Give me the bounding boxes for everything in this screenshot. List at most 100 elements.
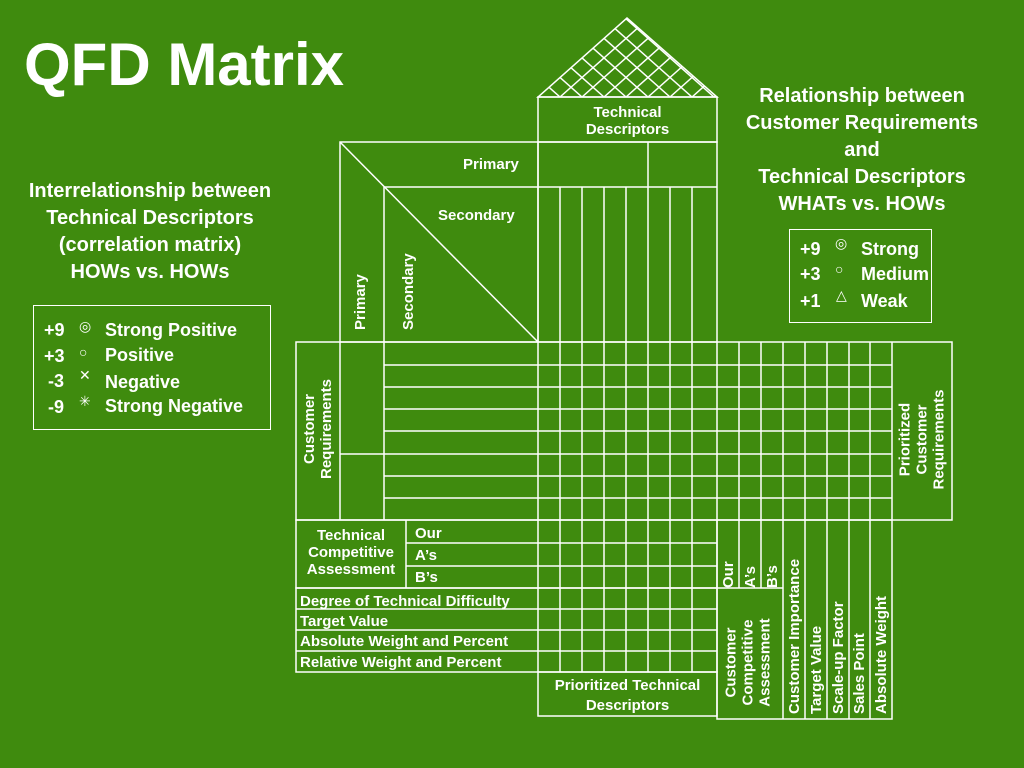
roof-hatch-line xyxy=(382,17,472,97)
roof-hatch-line xyxy=(645,18,717,97)
roof-hatch-line xyxy=(538,18,607,97)
asterisk-icon: ✳ xyxy=(79,393,91,409)
circle-icon: ○ xyxy=(835,261,844,277)
roof-hatch xyxy=(272,17,980,97)
roof-hatch-line xyxy=(404,17,494,97)
customer-requirements-label: Customer Requirements xyxy=(301,378,335,480)
legend-value: -3 xyxy=(48,371,65,391)
tca-row-our: Our xyxy=(415,525,442,542)
double-circle-icon: ◎ xyxy=(79,318,92,334)
heading-line: WHATs vs. HOWs xyxy=(778,193,946,215)
triangle-icon: △ xyxy=(836,287,847,303)
roof-hatch-line xyxy=(691,18,717,97)
roof-hatch-line xyxy=(890,17,980,97)
primary-vertical-label: Primary xyxy=(352,274,369,330)
secondary-vertical-label: Secondary xyxy=(400,253,417,330)
double-circle-icon: ◎ xyxy=(835,235,848,251)
roof-hatch-line xyxy=(362,17,452,97)
roof-hatch-line xyxy=(538,18,561,97)
roof-hatch-line xyxy=(557,18,649,97)
legend-label: Strong Negative xyxy=(105,396,244,416)
roof-hatch-line xyxy=(581,18,673,97)
roof-hatch-line xyxy=(538,18,539,97)
roof-hatch-line xyxy=(360,17,450,97)
roof-hatch-line xyxy=(667,18,717,97)
roof-hatch-line xyxy=(579,18,671,97)
roof-hatch-line xyxy=(538,18,583,97)
legend-value: +3 xyxy=(800,264,821,284)
roof-hatch-line xyxy=(559,18,651,97)
roof-hatch-line xyxy=(538,18,585,97)
relationship-legend: +9 ◎ Strong +3 ○ Medium +1 △ Weak xyxy=(789,229,932,323)
roof-hatch-line xyxy=(426,17,516,97)
roof-hatch-line xyxy=(384,17,474,97)
roof-hatch-line xyxy=(647,18,717,97)
roof-hatch-line xyxy=(338,17,428,97)
roof-hatch-line xyxy=(623,18,715,97)
prioritized-customer-requirements-label: Prioritized Customer Requirements xyxy=(896,389,948,490)
roof-hatch-line xyxy=(601,18,693,97)
roof-hatch-line xyxy=(669,18,717,97)
roof-hatch-line xyxy=(428,17,518,97)
cross-icon: ✕ xyxy=(79,367,91,383)
absolute-weight-percent-label: Absolute Weight and Percent xyxy=(300,633,509,650)
legend-value: +3 xyxy=(44,346,65,366)
roof-hatch-line xyxy=(778,17,868,97)
correlation-heading: Interrelationship between Technical Desc… xyxy=(0,178,300,286)
degree-of-technical-difficulty-label: Degree of Technical Difficulty xyxy=(300,593,510,610)
roof-hatch-line xyxy=(780,17,870,97)
roof-hatch-line xyxy=(758,17,848,97)
cca-col-as: A’s xyxy=(742,566,759,588)
tca-row-as: A’s xyxy=(415,547,437,564)
roof-hatch-line xyxy=(538,18,563,97)
roof-hatch-line xyxy=(756,17,846,97)
target-value-row-label: Target Value xyxy=(300,613,389,630)
tca-row-bs: B’s xyxy=(415,569,438,586)
legend-label: Strong Positive xyxy=(105,320,238,340)
roof-hatch-line xyxy=(802,17,892,97)
technical-competitive-assessment-label: Technical Competitive Assessment xyxy=(306,527,396,578)
roof-hatch-line xyxy=(538,18,541,97)
circle-icon: ○ xyxy=(79,344,88,360)
roof-hatch-line xyxy=(316,17,406,97)
roof-hatch-line xyxy=(406,17,496,97)
legend-label: Positive xyxy=(105,345,175,365)
prioritized-technical-descriptors-label: Prioritized Technical Descriptors xyxy=(554,677,701,714)
roof-hatch-line xyxy=(711,18,717,97)
absolute-weight-label: Absolute Weight xyxy=(873,595,890,714)
customer-competitive-assessment-label: Customer Competitive Assessment xyxy=(722,618,774,707)
legend-value: +1 xyxy=(800,291,821,311)
legend-label: Negative xyxy=(105,372,181,392)
roof-hatch-line xyxy=(734,17,824,97)
roof-hatch-line xyxy=(713,18,717,97)
cca-col-our: Our xyxy=(720,561,737,588)
sales-point-label: Sales Point xyxy=(851,633,868,714)
roof-hatch-line xyxy=(603,18,695,97)
legend-row: +9 xyxy=(44,320,65,341)
page-title: QFD Matrix xyxy=(24,31,345,98)
technical-descriptors-label: Technical Descriptors xyxy=(585,104,670,138)
legend-label: Strong xyxy=(861,239,919,259)
relative-weight-percent-label: Relative Weight and Percent xyxy=(300,654,502,671)
roof-hatch-line xyxy=(272,17,362,97)
roof-hatch-line xyxy=(824,17,914,97)
heading-line: HOWs vs. HOWs xyxy=(70,261,230,283)
heading-line: (correlation matrix) xyxy=(58,234,242,256)
roof-hatch-line xyxy=(800,17,890,97)
hierarchy-diagonal xyxy=(339,141,539,343)
heading-line: Interrelationship between xyxy=(28,180,272,202)
relationship-heading: Relationship between Customer Requiremen… xyxy=(712,83,1012,218)
secondary-horizontal-label: Secondary xyxy=(438,207,515,224)
legend-value: +9 xyxy=(800,239,821,259)
heading-line: Relationship between xyxy=(759,85,965,107)
heading-line: Customer Requirements xyxy=(745,112,979,134)
roof-hatch-line xyxy=(294,17,384,97)
legend-row: +3 xyxy=(44,346,65,367)
legend-row: -3 xyxy=(48,371,64,392)
roof-hatch-line xyxy=(538,18,627,97)
heading-line: and xyxy=(844,139,880,161)
roof-hatch-line xyxy=(846,17,936,97)
roof-hatch-line xyxy=(868,17,958,97)
legend-value: -9 xyxy=(48,397,65,417)
